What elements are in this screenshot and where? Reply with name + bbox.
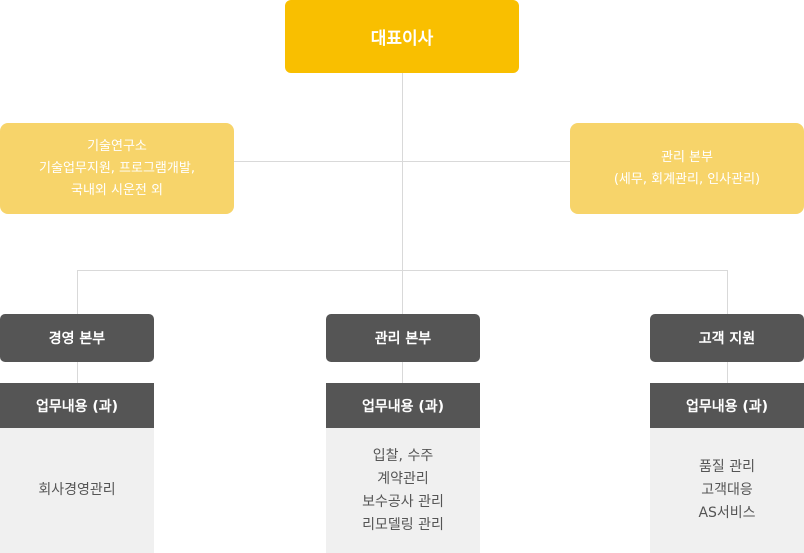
dept2-duty-connector (402, 362, 403, 383)
dept-customer-support-box: 고객 지원 (650, 314, 804, 362)
research-lab-duty-line-2: 국내외 시운전 외 (71, 182, 163, 198)
admin-side-duties: (세무, 회계관리, 인사관리) (613, 171, 761, 187)
duty-item: 계약관리 (377, 470, 429, 487)
dept-admin-duty-list: 입찰, 수주 계약관리 보수공사 관리 리모델링 관리 (326, 428, 480, 553)
dept-left-drop (77, 270, 78, 314)
dept-management-duty-header: 업무내용 (과) (0, 383, 154, 428)
dept1-duty-connector (77, 362, 78, 383)
duty-item: 보수공사 관리 (362, 493, 444, 510)
dept-customer-support-duty-header: 업무내용 (과) (650, 383, 804, 428)
dept-admin-duty-header: 업무내용 (과) (326, 383, 480, 428)
dept-management-duty-list: 회사경영관리 (0, 428, 154, 553)
research-lab-duty-line-1: 기술업무지원, 프로그램개발, (39, 160, 195, 176)
dept3-duty-connector (727, 362, 728, 383)
research-lab-title: 기술연구소 (87, 138, 147, 154)
duty-item: 리모델링 관리 (362, 516, 444, 533)
duty-item: 회사경영관리 (38, 482, 116, 498)
dept-management-box: 경영 본부 (0, 314, 154, 362)
duty-item: 품질 관리 (699, 459, 755, 475)
dept-horizontal-connector (77, 270, 728, 271)
dept-right-drop (727, 270, 728, 314)
admin-headquarters-side-box: 관리 본부 (세무, 회계관리, 인사관리) (570, 123, 804, 214)
admin-side-title: 관리 본부 (661, 149, 713, 165)
side-horizontal-connector (234, 161, 570, 162)
ceo-box: 대표이사 (285, 0, 519, 73)
duty-item: 입찰, 수주 (372, 447, 434, 464)
ceo-vertical-connector (402, 73, 403, 314)
duty-item: 고객대응 (701, 482, 753, 498)
dept-admin-box: 관리 본부 (326, 314, 480, 362)
duty-item: AS서비스 (698, 505, 756, 521)
dept-customer-support-duty-list: 품질 관리 고객대응 AS서비스 (650, 428, 804, 553)
research-lab-box: 기술연구소 기술업무지원, 프로그램개발, 국내외 시운전 외 (0, 123, 234, 214)
